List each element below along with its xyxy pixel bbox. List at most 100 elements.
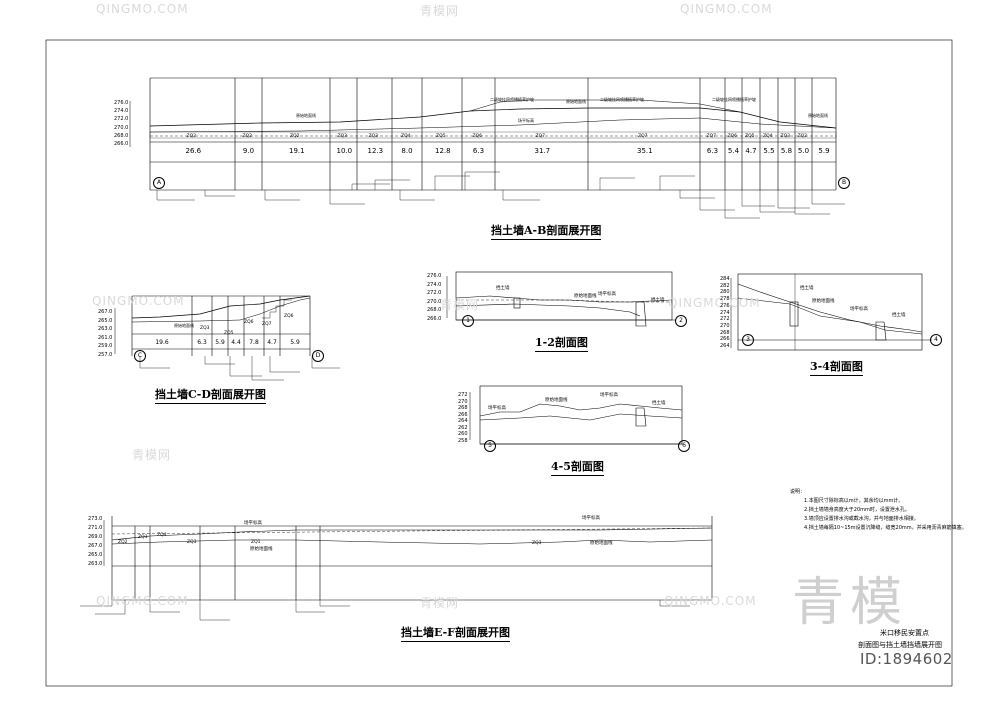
segment-value: 19.6: [155, 339, 169, 346]
ef-label-ground-1: 原始地面线: [250, 547, 273, 552]
watermark: 青模网: [420, 596, 460, 610]
marker-6: 6: [678, 440, 690, 452]
marker-2: 2: [675, 315, 687, 327]
section-ef-title: 挡土墙E-F剖面展开图: [401, 624, 510, 642]
segment-value: 6.3: [197, 339, 207, 346]
wall-type-label: ZQ2: [290, 134, 300, 139]
watermark: 青模网: [132, 448, 172, 462]
wall-type-label: ZQ6: [727, 134, 738, 139]
y-tick-label: 272: [458, 392, 468, 398]
s12-label-ground: 原始地面线: [574, 294, 597, 299]
segment-value: 5.5: [763, 147, 775, 155]
watermark: QINGMO.COM: [96, 2, 189, 16]
y-tick-label: 272.0: [114, 116, 129, 123]
y-tick-label: 280: [720, 289, 730, 296]
y-tick-label: 274.0: [427, 281, 442, 288]
marker-c: C: [134, 350, 146, 362]
wall-type-label: ZQ3: [780, 134, 791, 139]
watermark: QINGMO.COM: [92, 294, 185, 308]
segment-value: 9.0: [242, 147, 255, 155]
y-tick-label: 257.0: [98, 352, 113, 358]
section-12-drawing: [446, 271, 676, 327]
s45-label-grade-2: 场平标高: [600, 393, 618, 398]
y-tick-label: 274.0: [114, 108, 129, 115]
segment-value: 7.8: [249, 339, 259, 346]
segment-value: 5.9: [290, 339, 300, 346]
wall-type-label: ZQ6: [244, 320, 254, 325]
s34-label-wall-1: 挡土墙: [800, 286, 814, 291]
y-tick-label: 278: [720, 296, 730, 303]
segment-value: 5.9: [215, 339, 225, 346]
section-34-drawing: [730, 273, 932, 351]
y-tick-label: 270.0: [427, 298, 442, 305]
s45-label-ground: 原始地面线: [545, 398, 568, 403]
s34-label-ground: 原始地面线: [812, 299, 835, 304]
watermark: QINGMO.COM: [668, 296, 761, 310]
y-tick-label: 267.0: [98, 309, 113, 315]
segment-value: 5.0: [797, 147, 810, 155]
y-tick-label: 258: [458, 438, 468, 444]
y-tick-label: 273.0: [88, 516, 103, 522]
drawing-name: 剖面图与挡土墙挡墙展开图: [858, 641, 942, 649]
watermark: QINGMO.COM: [680, 2, 773, 16]
ab-label-ground-1: 原始地面线: [296, 113, 316, 118]
wall-type-label: ZQ4: [157, 533, 167, 538]
y-tick-label: 263.0: [98, 326, 113, 333]
y-tick-label: 268.0: [427, 307, 442, 314]
segment-value: 19.1: [289, 147, 305, 155]
y-tick-label: 272.0: [427, 290, 442, 297]
section-ab-drawing: [129, 77, 845, 219]
wall-type-label: ZQ6: [284, 314, 294, 319]
y-tick-label: 264: [458, 418, 468, 425]
note-item: 3.墙顶应设置排水沟或截水沟，并与地面排水相接。: [804, 516, 919, 522]
ab-label-slope-1: 二级坡挂网喷播植草护坡: [490, 97, 534, 102]
y-tick-label: 272: [720, 316, 730, 323]
brand-watermark: 青模: [792, 573, 909, 633]
wall-type-label: ZQ2: [242, 134, 253, 139]
wall-type-label: ZQ2: [797, 134, 808, 139]
note-item: 4.挡土墙每隔10~15m设置沉降缝，缝宽20mm，并采用沥青麻筋填塞。: [804, 525, 967, 531]
watermark: QINGMO.COM: [664, 594, 757, 608]
wall-type-label: ZQ3: [532, 541, 542, 546]
wall-type-label: ZQ2: [118, 540, 128, 545]
y-tick-label: 270: [458, 398, 468, 405]
y-tick-label: 268.0: [114, 132, 129, 139]
drawing-border: [45, 39, 953, 687]
segment-value: 12.8: [435, 147, 451, 155]
y-tick-label: 266.0: [114, 141, 129, 147]
y-tick-label: 274: [720, 309, 730, 316]
wall-type-label: ZQ5: [224, 331, 234, 336]
y-tick-label: 284: [720, 276, 730, 282]
wall-type-label: ZQ7: [535, 134, 546, 139]
section-12-title: 1-2剖面图: [535, 334, 588, 352]
segment-value: 6.3: [706, 147, 719, 155]
wall-type-label: ZQ4: [763, 134, 773, 139]
s12-label-wall-1: 挡土墙: [496, 286, 510, 291]
y-tick-label: 259.0: [98, 343, 113, 350]
ab-label-slope-2: 二级坡挂网喷播植草护坡: [600, 97, 644, 102]
y-tick-label: 266: [458, 411, 468, 418]
ab-label-ground-2: 原始地面线: [566, 99, 586, 104]
segment-value: 4.7: [267, 339, 277, 346]
segment-value: 10.0: [336, 147, 353, 155]
y-tick-label: 276: [720, 302, 730, 309]
wall-type-label: ZQ1: [251, 540, 261, 545]
watermark: 青模网: [440, 298, 480, 312]
segment-value: 35.1: [637, 147, 653, 155]
y-tick-label: 276.0: [114, 100, 129, 106]
segment-value: 6.3: [472, 147, 485, 155]
s34-label-grade: 场平标高: [850, 307, 868, 312]
wall-type-label: ZQ3: [337, 134, 348, 139]
wall-type-label: ZQ5: [436, 134, 446, 139]
y-tick-label: 269.0: [88, 534, 103, 540]
wall-type-label: ZQ5: [745, 134, 755, 139]
section-45-title: 4-5剖面图: [551, 458, 604, 476]
segment-value: 5.9: [818, 147, 830, 155]
y-tick-label: 282: [720, 282, 730, 289]
wall-type-label: ZQ3: [187, 540, 197, 545]
y-tick-label: 266: [720, 336, 730, 343]
y-tick-label: 268: [720, 329, 730, 336]
y-tick-label: 263.0: [88, 561, 103, 567]
cd-label-ground: 原始地面线: [174, 323, 194, 328]
